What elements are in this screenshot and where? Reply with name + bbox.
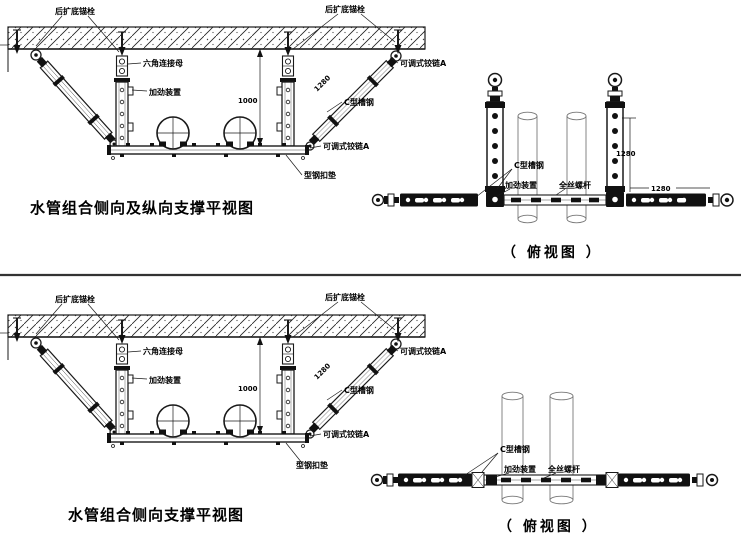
label-steel-pad: 型钢扣垫 (304, 170, 336, 180)
label-anchor-right: 后扩底锚栓 (325, 292, 365, 302)
label-anchor-left: 后扩底锚栓 (55, 294, 95, 304)
label-stiffener: 加劲装置 (504, 180, 537, 190)
dim-1280-strip: 1280 (616, 150, 636, 158)
elevation-bottom-labels: 后扩底锚栓 后扩底锚栓 六角连接母 加劲装置 可调式铰链A C型槽钢 可调式铰链… (55, 292, 447, 524)
plan-view-bottom (370, 391, 719, 505)
longitudinal-strip-left (485, 72, 505, 193)
plan-top-labels: C型槽钢 加劲装置 全丝螺杆 1280 1280 （ 俯视图 ） (502, 150, 671, 261)
leader-lines (475, 168, 566, 198)
label-stiffener: 加劲装置 (148, 375, 181, 385)
dim-1280-brace: 1280 (313, 362, 333, 382)
label-hinge-top: 可调式铰链A (400, 58, 447, 68)
label-c-channel: C型槽钢 (500, 444, 530, 454)
label-c-channel: C型槽钢 (514, 160, 544, 170)
dim-1000: 1000 (238, 97, 258, 105)
plan-caption-top: （ 俯视图 ） (502, 244, 603, 261)
view-title-top: 水管组合侧向及纵向支撑平视图 (30, 199, 254, 217)
label-steel-pad: 型钢扣垫 (296, 460, 328, 470)
label-hinge-top: 可调式铰链A (400, 346, 447, 356)
threaded-rod-assembly (370, 472, 719, 488)
label-hinge-bottom: 可调式铰链A (323, 141, 370, 151)
plan-caption-bottom: （ 俯视图 ） (498, 518, 599, 535)
label-threaded-rod: 全丝螺杆 (558, 180, 591, 190)
label-c-channel: C型槽钢 (344, 97, 374, 107)
elevation-top-labels: 后扩底锚栓 后扩底锚栓 六角连接母 加劲装置 可调式铰链A C型槽钢 可调式铰链… (30, 4, 447, 217)
leader-lines (461, 452, 557, 479)
label-c-channel: C型槽钢 (344, 385, 374, 395)
label-stiffener: 加劲装置 (503, 464, 536, 474)
label-stiffener: 加劲装置 (148, 87, 181, 97)
dim-1000: 1000 (238, 385, 258, 393)
label-anchor-left: 后扩底锚栓 (55, 6, 95, 16)
dim-1280-segment: 1280 (651, 185, 671, 193)
plan-view-top (371, 72, 734, 224)
label-hex-nut: 六角连接母 (143, 58, 183, 68)
dim-1280-brace: 1280 (313, 74, 333, 94)
label-anchor-right: 后扩底锚栓 (325, 4, 365, 14)
label-threaded-rod: 全丝螺杆 (547, 464, 580, 474)
plan-bottom-labels: C型槽钢 加劲装置 全丝螺杆 （ 俯视图 ） (498, 444, 599, 535)
view-title-bottom: 水管组合侧向支撑平视图 (68, 506, 244, 524)
label-hex-nut: 六角连接母 (143, 346, 183, 356)
label-hinge-bottom: 可调式铰链A (323, 429, 370, 439)
longitudinal-strip-right (605, 72, 625, 193)
threaded-rod-assembly (371, 187, 734, 207)
dimension-line-strip (622, 117, 636, 192)
